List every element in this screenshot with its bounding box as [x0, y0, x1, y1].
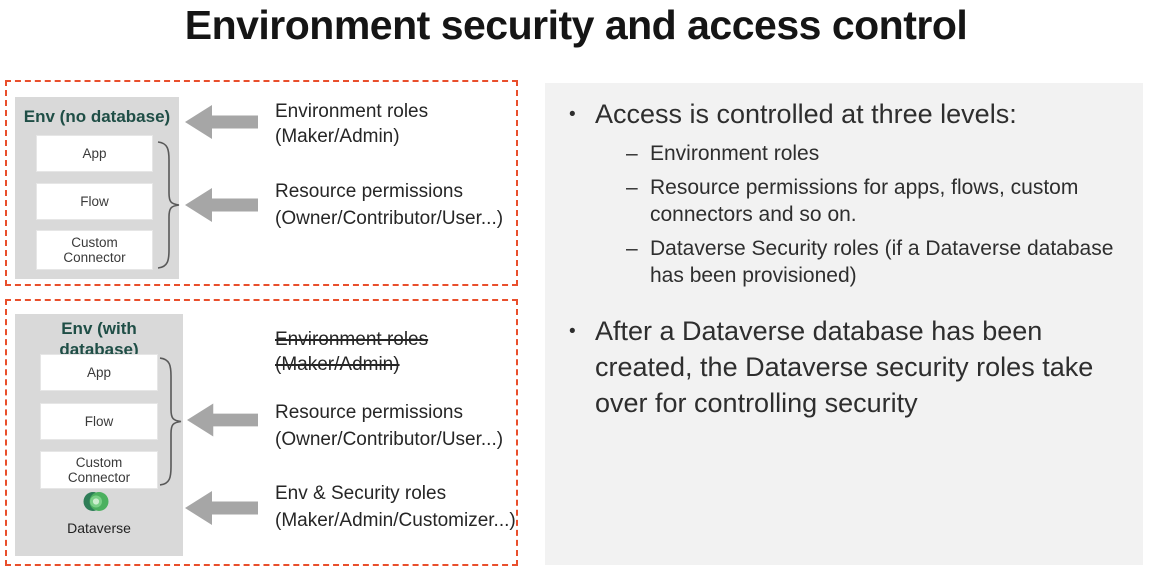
resource-permissions-label: Resource permissions (Owner/Contributor/…: [275, 402, 504, 450]
env-no-db-panel: Env (no database) App Flow Custom Connec…: [5, 80, 518, 286]
bullet-access-levels: • Access is controlled at three levels:: [569, 96, 1129, 134]
notes-panel: • Access is controlled at three levels: …: [545, 83, 1143, 565]
sub-bullet-dataverse-security-roles: – Dataverse Security roles (if a Dataver…: [626, 237, 1114, 287]
resource-box-flow: Flow: [40, 403, 158, 440]
resource-box-app: App: [36, 135, 153, 172]
resource-box-flow: Flow: [36, 183, 153, 220]
resource-box-app: App: [40, 354, 158, 391]
dataverse-icon: [83, 489, 109, 519]
env-with-db-panel: Env (with database) App Flow Custom Conn…: [5, 299, 518, 566]
dash-marker: –: [626, 142, 638, 165]
dash-marker: –: [626, 176, 638, 199]
env-roles-label-struck: Environment roles (Maker/Admin): [275, 329, 429, 375]
left-arrow-icon: [185, 103, 258, 141]
brace-icon: [155, 140, 181, 270]
sub-bullet-resource-permissions: – Resource permissions for apps, flows, …: [626, 176, 1079, 226]
dash-marker: –: [626, 237, 638, 260]
resource-box-custom-connector: Custom Connector: [36, 230, 153, 270]
env-no-db-box: Env (no database) App Flow Custom Connec…: [15, 97, 179, 279]
bullet-marker: •: [569, 104, 576, 125]
resource-permissions-label: Resource permissions (Owner/Contributor/…: [275, 181, 504, 229]
resource-box-custom-connector: Custom Connector: [40, 451, 158, 489]
left-arrow-icon: [187, 401, 258, 439]
env-roles-label: Environment roles (Maker/Admin): [275, 101, 429, 147]
left-arrow-icon: [185, 489, 258, 527]
dataverse-label: Dataverse: [67, 520, 131, 536]
sub-bullet-environment-roles: – Environment roles: [626, 142, 820, 165]
env-with-db-box: Env (with database) App Flow Custom Conn…: [15, 314, 183, 556]
bullet-marker: •: [569, 321, 576, 342]
left-arrow-icon: [185, 186, 258, 224]
brace-icon: [157, 356, 183, 487]
sub-bullet-list: – Environment roles – Resource permissio…: [626, 140, 1141, 296]
env-no-db-title: Env (no database): [23, 107, 171, 126]
bullet-dataverse-takeover: • After a Dataverse database has been cr…: [569, 313, 1125, 421]
env-security-roles-label: Env & Security roles (Maker/Admin/Custom…: [275, 483, 516, 531]
page-title: Environment security and access control: [184, 2, 968, 48]
